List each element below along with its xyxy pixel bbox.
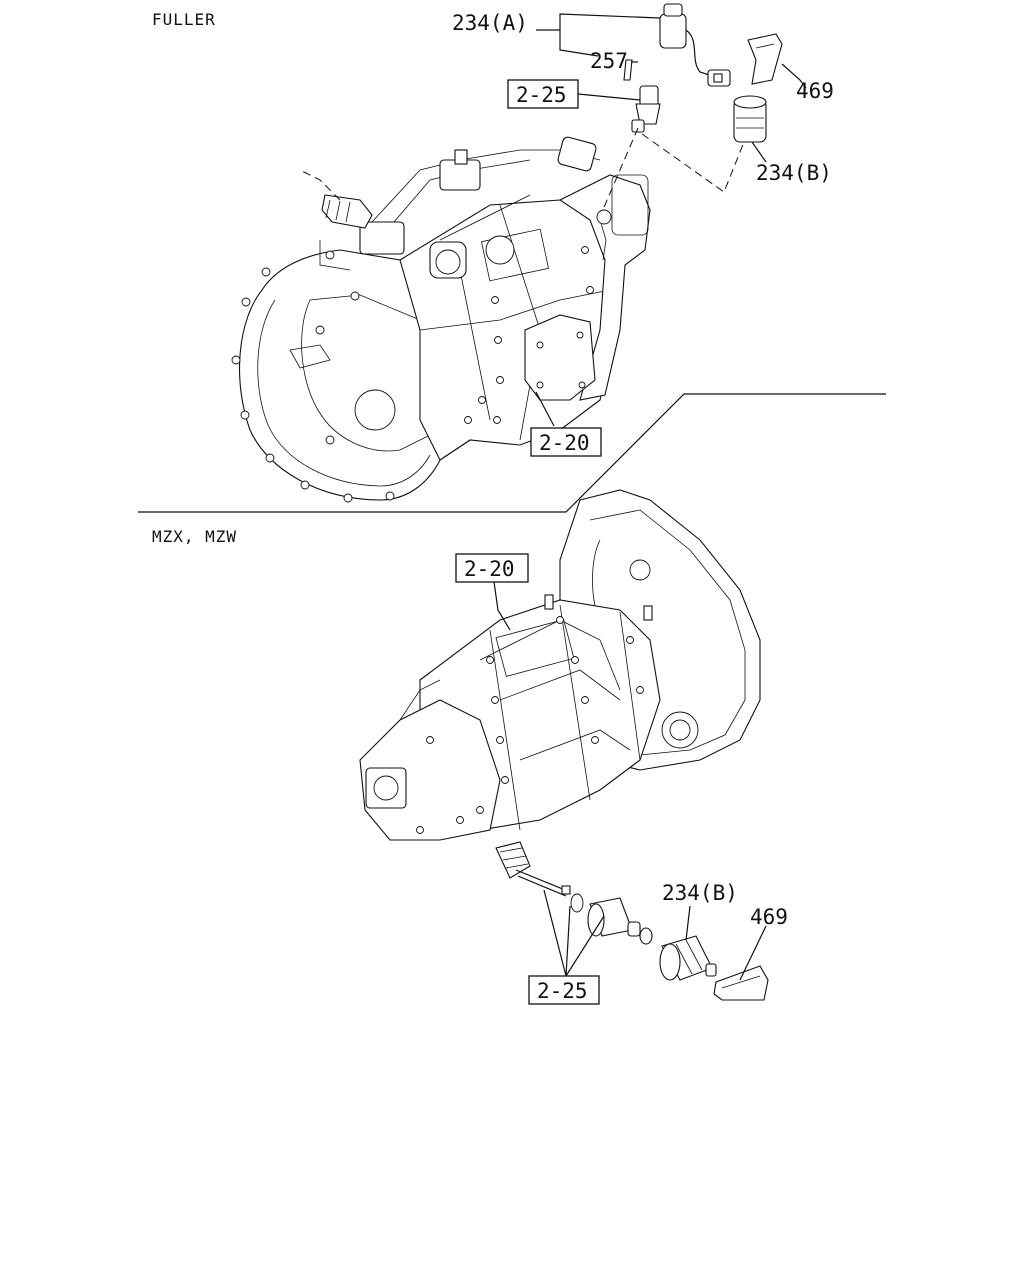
- sleeve-225: [587, 897, 653, 945]
- section-divider: [138, 393, 886, 513]
- assembly-dash-left: [299, 169, 341, 201]
- callout-box-220-bottom: [455, 553, 529, 583]
- leader-220-top: [535, 391, 555, 427]
- callout-234b-bottom: 234(B): [662, 881, 738, 905]
- o-ring: [570, 893, 584, 913]
- leader-234a-lower: [559, 30, 599, 57]
- section-label-mzx: MZX, MZW: [152, 527, 237, 546]
- callout-225-top: 2-25: [516, 83, 567, 107]
- callout-469-top: 469: [796, 79, 834, 103]
- speed-sensor-234b-bottom: [659, 935, 717, 981]
- callout-257: 257: [590, 49, 628, 73]
- callout-469-bottom: 469: [750, 905, 788, 929]
- drive-gear-225: [495, 841, 571, 897]
- callout-234a: 234(A): [452, 11, 528, 35]
- callout-234b-top: 234(B): [756, 161, 832, 185]
- bell-housing-bolts: [231, 250, 395, 503]
- leader-225-top: [577, 93, 641, 101]
- leader-469-bottom: [739, 925, 767, 981]
- mzx-transmission: [359, 489, 761, 841]
- leader-469-top: [781, 63, 807, 89]
- clip-469-top: [747, 33, 783, 85]
- leader-234b-top: [751, 141, 767, 163]
- callout-220-top: 2-20: [539, 431, 590, 455]
- callout-box-225-bottom: [528, 975, 600, 1005]
- air-valves: [359, 136, 597, 279]
- clip-469-bottom: [713, 965, 769, 1001]
- callout-225-bottom: 2-25: [537, 979, 588, 1003]
- section-label-fuller: FULLER: [152, 10, 216, 29]
- leader-234b-bottom: [685, 905, 691, 941]
- leader-234a: [536, 13, 661, 31]
- assembly-dashes-top: [601, 127, 745, 213]
- callout-220-bottom: 2-20: [464, 557, 515, 581]
- mzx-case-bolts: [416, 616, 644, 834]
- pin-257: [623, 59, 633, 81]
- drive-unit-225: [631, 85, 661, 133]
- callout-box-225-top: [507, 79, 579, 109]
- speed-sensor-234b-top: [733, 95, 767, 143]
- fuller-transmission: [231, 136, 651, 503]
- left-sensor: [321, 194, 373, 229]
- speed-sensor-234a: [659, 3, 731, 87]
- leader-220-bottom: [493, 581, 511, 631]
- leader-225-bottom: [543, 889, 605, 977]
- callout-box-220-top: [530, 427, 602, 457]
